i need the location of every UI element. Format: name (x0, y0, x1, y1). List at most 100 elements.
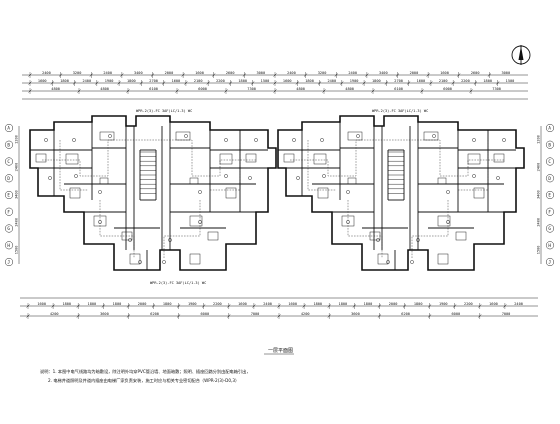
fixture (473, 187, 485, 199)
fixture (189, 215, 203, 227)
left-axis-label: J (7, 260, 10, 265)
fixture (175, 131, 191, 141)
left-side-dim-text: 2400 (15, 163, 19, 172)
bottom-dim-outer: 1800 (88, 302, 97, 306)
bottom-dim-inner: 4200 (301, 312, 310, 316)
light-point (386, 260, 390, 264)
right-axis-circle (545, 241, 555, 250)
left-side-dim-text: 3400 (15, 190, 19, 199)
wiring-run (59, 140, 88, 191)
right-axis-label: B (548, 142, 551, 147)
top-dim-total: 6000 (198, 87, 207, 91)
top-dim-outer: 2600 (226, 71, 235, 75)
bottom-dim-inner: 7000 (502, 312, 511, 316)
light-point (74, 174, 78, 178)
right-axis-circle (545, 174, 555, 183)
left-side-dim-text: 1200 (15, 135, 19, 144)
bottom-dim-inner: 3600 (100, 312, 109, 316)
light-point (320, 138, 324, 142)
fixture (219, 153, 233, 165)
top-dim-inner: 1800 (127, 79, 136, 83)
top-dim-inner: 2200 (216, 79, 225, 83)
right-axis-label: E (548, 193, 551, 198)
right-axis-circle (545, 157, 555, 166)
light-point (322, 174, 326, 178)
light-point (446, 190, 450, 194)
top-dim-outer: 2000 (165, 71, 174, 75)
light-point (72, 138, 76, 142)
top-dim-total: 4800 (296, 87, 305, 91)
north-arrow-icon (511, 45, 531, 65)
bottom-dim-outer: 1600 (238, 302, 247, 306)
light-point (472, 174, 476, 178)
light-point (108, 134, 112, 138)
bottom-dim-outer: 1800 (364, 302, 373, 306)
bottom-dim-outer: 1800 (414, 302, 423, 306)
wiring-run (458, 140, 489, 191)
fixture (377, 253, 389, 265)
left-axis-label: C (7, 159, 10, 164)
fixture (69, 187, 81, 199)
outer-wall (277, 115, 525, 271)
note-line-1: 说明：1. 本图中电气线路均为暗敷设，除注明外均穿PVC管沿墙、地面暗敷；照明、… (40, 368, 250, 375)
fixture (317, 187, 329, 199)
bottom-dim-outer: 2400 (263, 302, 272, 306)
bottom-dim-inner: 6200 (401, 312, 410, 316)
light-point (472, 138, 476, 142)
top-dim-total: 7300 (247, 87, 256, 91)
light-point (248, 176, 252, 180)
top-dim-inner: 1800 (238, 79, 247, 83)
right-axis-label: C (548, 159, 551, 164)
right-axis-label: H (548, 243, 551, 248)
right-axis-label: D (548, 176, 551, 181)
fixture (347, 177, 357, 185)
left-side-dim-text: 2400 (15, 218, 19, 227)
bottom-dim-inner: 7000 (251, 312, 260, 316)
top-dim-inner: 1800 (372, 79, 381, 83)
building-blocks (29, 115, 525, 271)
top-dim-outer: 2600 (471, 71, 480, 75)
light-point (98, 220, 102, 224)
top-dim-inner: 2200 (461, 79, 470, 83)
fixture (437, 253, 449, 265)
light-point (48, 176, 52, 180)
left-axis-circle (4, 207, 14, 216)
wiring-run (148, 139, 256, 177)
bottom-dim-inner: 6200 (150, 312, 159, 316)
top-dim-outer: 2000 (410, 71, 419, 75)
light-point (346, 220, 350, 224)
top-dim-inner: 2400 (327, 79, 336, 83)
top-dim-outer: 3400 (379, 71, 388, 75)
bottom-dim-inner: 4200 (50, 312, 59, 316)
fixture (455, 231, 467, 241)
left-axis-circle (4, 157, 14, 166)
bottom-dim-outer: 1800 (163, 302, 172, 306)
fixture (467, 153, 481, 165)
fixture (129, 253, 141, 265)
top-dim-total: 4800 (345, 87, 354, 91)
right-side-dim-text: 1200 (537, 135, 541, 144)
right-side-dim-text: 2400 (537, 218, 541, 227)
left-axis-circle (4, 257, 14, 267)
light-point (410, 260, 414, 264)
bottom-dim-outer: 1800 (313, 302, 322, 306)
light-point (292, 138, 296, 142)
light-point (446, 220, 450, 224)
right-axis-circle (545, 123, 555, 133)
bottom-dim-outer: 2400 (514, 302, 523, 306)
light-point (184, 134, 188, 138)
top-dim-inner: 1800 (305, 79, 314, 83)
top-dim-total: 6100 (394, 87, 403, 91)
light-point (254, 138, 258, 142)
top-dim-inner: 2100 (194, 79, 203, 83)
light-point (502, 138, 506, 142)
top-dim-inner: 2700 (394, 79, 403, 83)
top-dim-inner: 1600 (283, 79, 292, 83)
wiring-run (307, 140, 336, 191)
light-point (346, 190, 350, 194)
top-dim-inner: 1600 (172, 79, 181, 83)
bottom-dim-outer: 1800 (339, 302, 348, 306)
